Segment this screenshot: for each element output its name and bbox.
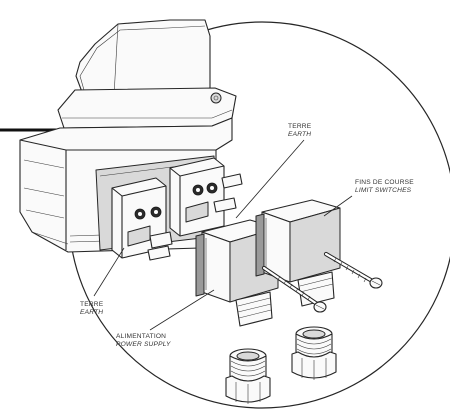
terminal-block-left (111, 177, 173, 261)
label-terre-bottom: TERRE EARTH (80, 301, 105, 316)
leader-terre-bottom (93, 247, 125, 297)
cable-gland-right (291, 326, 337, 380)
label-limit-switches: FINS DE COURSE LIMIT SWITCHES (355, 179, 416, 194)
leader-power-supply (149, 289, 215, 331)
leader-terre-top (235, 139, 305, 219)
fixing-screw-left (261, 265, 327, 313)
leader-limit-switches (323, 195, 353, 217)
actuator-flange (57, 87, 237, 129)
cable-gland-left (225, 348, 271, 404)
limit-switches-connector (255, 199, 341, 307)
label-power-supply: ALIMENTATION POWER SUPPLY (116, 333, 171, 348)
terminal-block-right (169, 157, 243, 237)
label-terre-top: TERRE EARTH (288, 123, 313, 138)
fixing-screw-right (323, 251, 383, 289)
